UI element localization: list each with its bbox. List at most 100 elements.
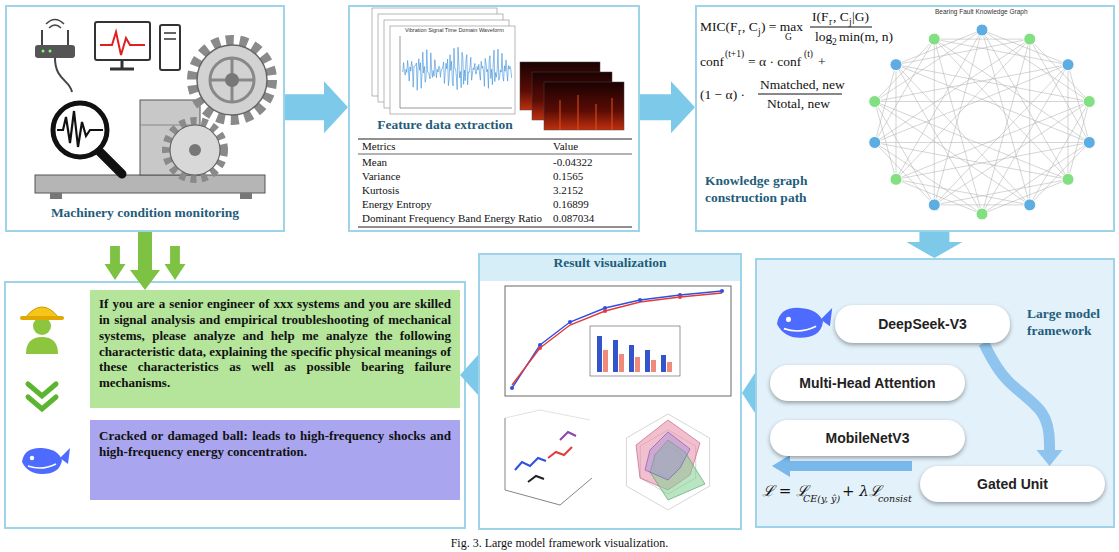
knowledge-graph bbox=[875, 39, 1030, 142]
knowledge-graph bbox=[875, 65, 1068, 143]
knowledge-graph bbox=[934, 65, 1068, 205]
table-rule bbox=[358, 139, 632, 140]
line-chart bbox=[603, 309, 607, 313]
formula-text: G bbox=[785, 33, 792, 43]
magnifier-icon bbox=[57, 111, 103, 147]
bar-chart-inset bbox=[667, 362, 672, 372]
knowledge-graph bbox=[982, 30, 1068, 65]
deepseek-logo bbox=[28, 464, 56, 468]
line-chart bbox=[505, 286, 731, 396]
chart-title: Vibration Signal Time Domain Waveform bbox=[405, 28, 504, 34]
table-cell: 3.2152 bbox=[553, 185, 583, 196]
fraction-bar bbox=[810, 27, 872, 28]
deepseek-logo bbox=[784, 326, 816, 331]
router-icon bbox=[42, 50, 45, 53]
formula-text: 2 bbox=[832, 38, 837, 48]
panel-ground bbox=[755, 258, 1115, 528]
panel: Machinery condition monitoring bbox=[5, 5, 285, 232]
signal-plot bbox=[400, 36, 401, 108]
line-chart bbox=[678, 295, 682, 299]
machine-illustration bbox=[210, 58, 254, 102]
bar-chart-inset bbox=[613, 340, 618, 372]
knowledge-graph bbox=[1062, 173, 1074, 185]
connector-arrow bbox=[105, 232, 186, 290]
line-chart bbox=[510, 386, 514, 390]
knowledge-graph bbox=[875, 142, 1068, 179]
connector-arrow bbox=[130, 232, 160, 290]
table-cell: Variance bbox=[362, 171, 400, 182]
knowledge-graph bbox=[976, 208, 988, 220]
bar-chart-inset bbox=[597, 336, 602, 372]
computer-icon bbox=[95, 22, 150, 60]
knowledge-graph bbox=[869, 24, 1095, 220]
connector-arrow bbox=[460, 355, 478, 395]
connector-arrow bbox=[906, 232, 962, 258]
deepseek-logo bbox=[777, 308, 832, 338]
machine-illustration bbox=[166, 121, 224, 179]
table-cell: Kurtosis bbox=[362, 185, 399, 196]
router-icon bbox=[55, 58, 72, 92]
router-icon bbox=[35, 20, 75, 93]
table-cell: Mean bbox=[362, 157, 387, 168]
router-icon bbox=[49, 25, 61, 28]
formula-text: = α · conf bbox=[748, 55, 801, 69]
knowledge-graph bbox=[896, 65, 1089, 102]
table-cell: Metrics bbox=[362, 141, 396, 152]
signal-plot bbox=[400, 108, 512, 109]
knowledge-graph bbox=[1029, 39, 1030, 205]
knowledge-graph bbox=[895, 65, 896, 180]
formula-text: MIC(F bbox=[700, 20, 738, 34]
formula-text: Ntotal, new bbox=[767, 97, 830, 111]
signal-plot bbox=[372, 8, 515, 114]
knowledge-graph bbox=[875, 65, 1068, 102]
knowledge-graph bbox=[934, 179, 1068, 205]
figure-caption: Fig. 3. Large model framework visualizat… bbox=[0, 537, 1119, 549]
table-rule bbox=[358, 154, 632, 155]
knowledge-graph bbox=[934, 39, 982, 214]
3d-plot bbox=[505, 410, 592, 505]
3d-plot bbox=[505, 490, 560, 505]
prompt-box: If you are a senior engineer of xxx syst… bbox=[90, 290, 460, 408]
formula-text: min(m, n) bbox=[839, 30, 893, 44]
deepseek-logo bbox=[821, 308, 833, 326]
connector-arrow bbox=[906, 232, 962, 258]
line-chart bbox=[505, 286, 731, 396]
knowledge-graph bbox=[1030, 102, 1090, 205]
knowledge-graph bbox=[869, 136, 881, 148]
connector-arrow bbox=[640, 81, 695, 133]
knowledge-graph bbox=[896, 65, 1089, 143]
line-chart bbox=[638, 298, 642, 302]
radar-chart bbox=[626, 414, 709, 510]
connector-arrow bbox=[460, 355, 478, 395]
block-label: Gated Unit bbox=[977, 476, 1048, 492]
computer-icon bbox=[160, 25, 180, 70]
line-chart bbox=[568, 320, 572, 324]
knowledge-graph bbox=[875, 102, 1068, 180]
prompt-text: If you are a senior engineer of xxx syst… bbox=[99, 296, 451, 391]
line-chart bbox=[512, 291, 722, 388]
engineer-icon bbox=[26, 337, 58, 354]
panel-title: Large model framework bbox=[1027, 306, 1115, 340]
response-text: Cracked or damaged ball: leads to high-f… bbox=[99, 428, 451, 460]
knowledge-graph bbox=[896, 142, 1089, 179]
spectrogram bbox=[596, 104, 597, 130]
knowledge-graph bbox=[875, 102, 935, 205]
knowledge-graph bbox=[896, 179, 982, 214]
knowledge-graph bbox=[982, 39, 1030, 214]
knowledge-graph bbox=[976, 24, 988, 36]
magnifier-icon bbox=[53, 103, 122, 174]
formula-text: Nmatched, new bbox=[760, 78, 845, 92]
knowledge-graph bbox=[1068, 65, 1069, 180]
knowledge-graph bbox=[934, 30, 982, 205]
panel-ground bbox=[478, 253, 742, 530]
panel-title: Knowledge graph construction path bbox=[705, 173, 843, 207]
block-label: MobileNetV3 bbox=[825, 430, 909, 446]
deepseek-logo bbox=[60, 448, 70, 464]
bar-chart-inset bbox=[629, 345, 634, 372]
formula-text: conf bbox=[700, 55, 724, 69]
deepseek-logo bbox=[786, 317, 791, 322]
formula-text: (1 − α) · bbox=[700, 88, 745, 102]
knowledge-graph bbox=[896, 39, 1030, 65]
formula-text: j bbox=[849, 18, 852, 28]
